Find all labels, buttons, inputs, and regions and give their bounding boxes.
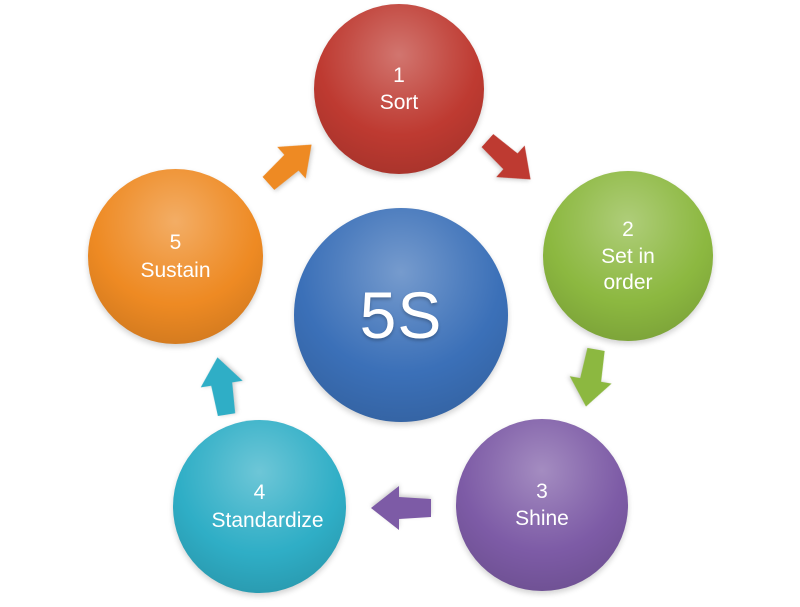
- center-circle-5s: 5S: [294, 208, 508, 422]
- step-number: 2: [622, 217, 634, 241]
- arrow-shine-to-standardize-icon: [371, 486, 431, 530]
- arrow-sustain-to-sort-icon: [262, 144, 312, 190]
- arrow-sort-to-set-in-order-icon: [481, 134, 531, 180]
- step-circle-set-in-order: 2 Set in order: [543, 171, 713, 341]
- arrow-set-in-order-to-shine-icon: [569, 347, 612, 407]
- step-label: Set in order: [601, 244, 655, 295]
- step-label: Standardize: [211, 508, 324, 532]
- center-label: 5S: [359, 278, 443, 352]
- step-number: 3: [536, 479, 548, 503]
- arrow-standardize-to-sustain-icon: [200, 357, 243, 417]
- step-number: 4: [253, 481, 266, 505]
- step-circle-standardize: 4 Standardize: [173, 420, 346, 593]
- step-circle-sort: 1 Sort: [314, 4, 484, 174]
- step-circle-sustain: 5 Sustain: [88, 169, 263, 344]
- step-label: Sort: [379, 91, 419, 115]
- step-number: 1: [393, 63, 405, 87]
- step-number: 5: [169, 231, 182, 255]
- step-label: Sustain: [140, 258, 211, 282]
- step-circle-shine: 3 Shine: [456, 419, 628, 591]
- step-label: Shine: [515, 507, 569, 531]
